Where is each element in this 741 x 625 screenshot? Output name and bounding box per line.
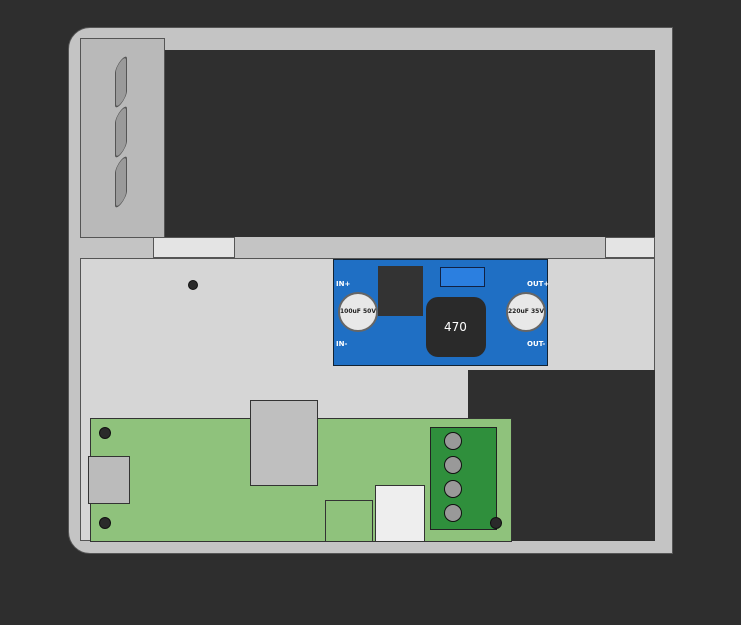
pcb-mount-hole	[490, 517, 502, 529]
jst-connector	[325, 500, 373, 542]
inductor-label: 470	[444, 320, 467, 334]
usb-a-port	[250, 400, 318, 486]
ledge-right	[605, 237, 655, 258]
regulator-ic	[378, 266, 423, 316]
out-plus-label: OUT+	[527, 280, 550, 288]
output-capacitor-label: 220uF 35V	[508, 308, 544, 315]
pcb-mount-hole	[99, 517, 111, 529]
output-capacitor	[506, 292, 546, 332]
in-plus-label: IN+	[336, 280, 351, 288]
enclosure-top-cavity	[165, 50, 655, 237]
input-capacitor-label: 100uF 50V	[340, 308, 376, 315]
out-minus-label: OUT-	[527, 340, 546, 348]
in-minus-label: IN-	[336, 340, 348, 348]
white-connector	[375, 485, 425, 542]
potentiometer	[440, 267, 485, 287]
screw-terminal	[430, 427, 497, 530]
inductor	[426, 297, 486, 357]
ledge	[153, 237, 235, 258]
usb-c-port	[88, 456, 130, 504]
pcb-mount-hole	[99, 427, 111, 439]
mount-hole	[188, 280, 198, 290]
input-capacitor	[338, 292, 378, 332]
